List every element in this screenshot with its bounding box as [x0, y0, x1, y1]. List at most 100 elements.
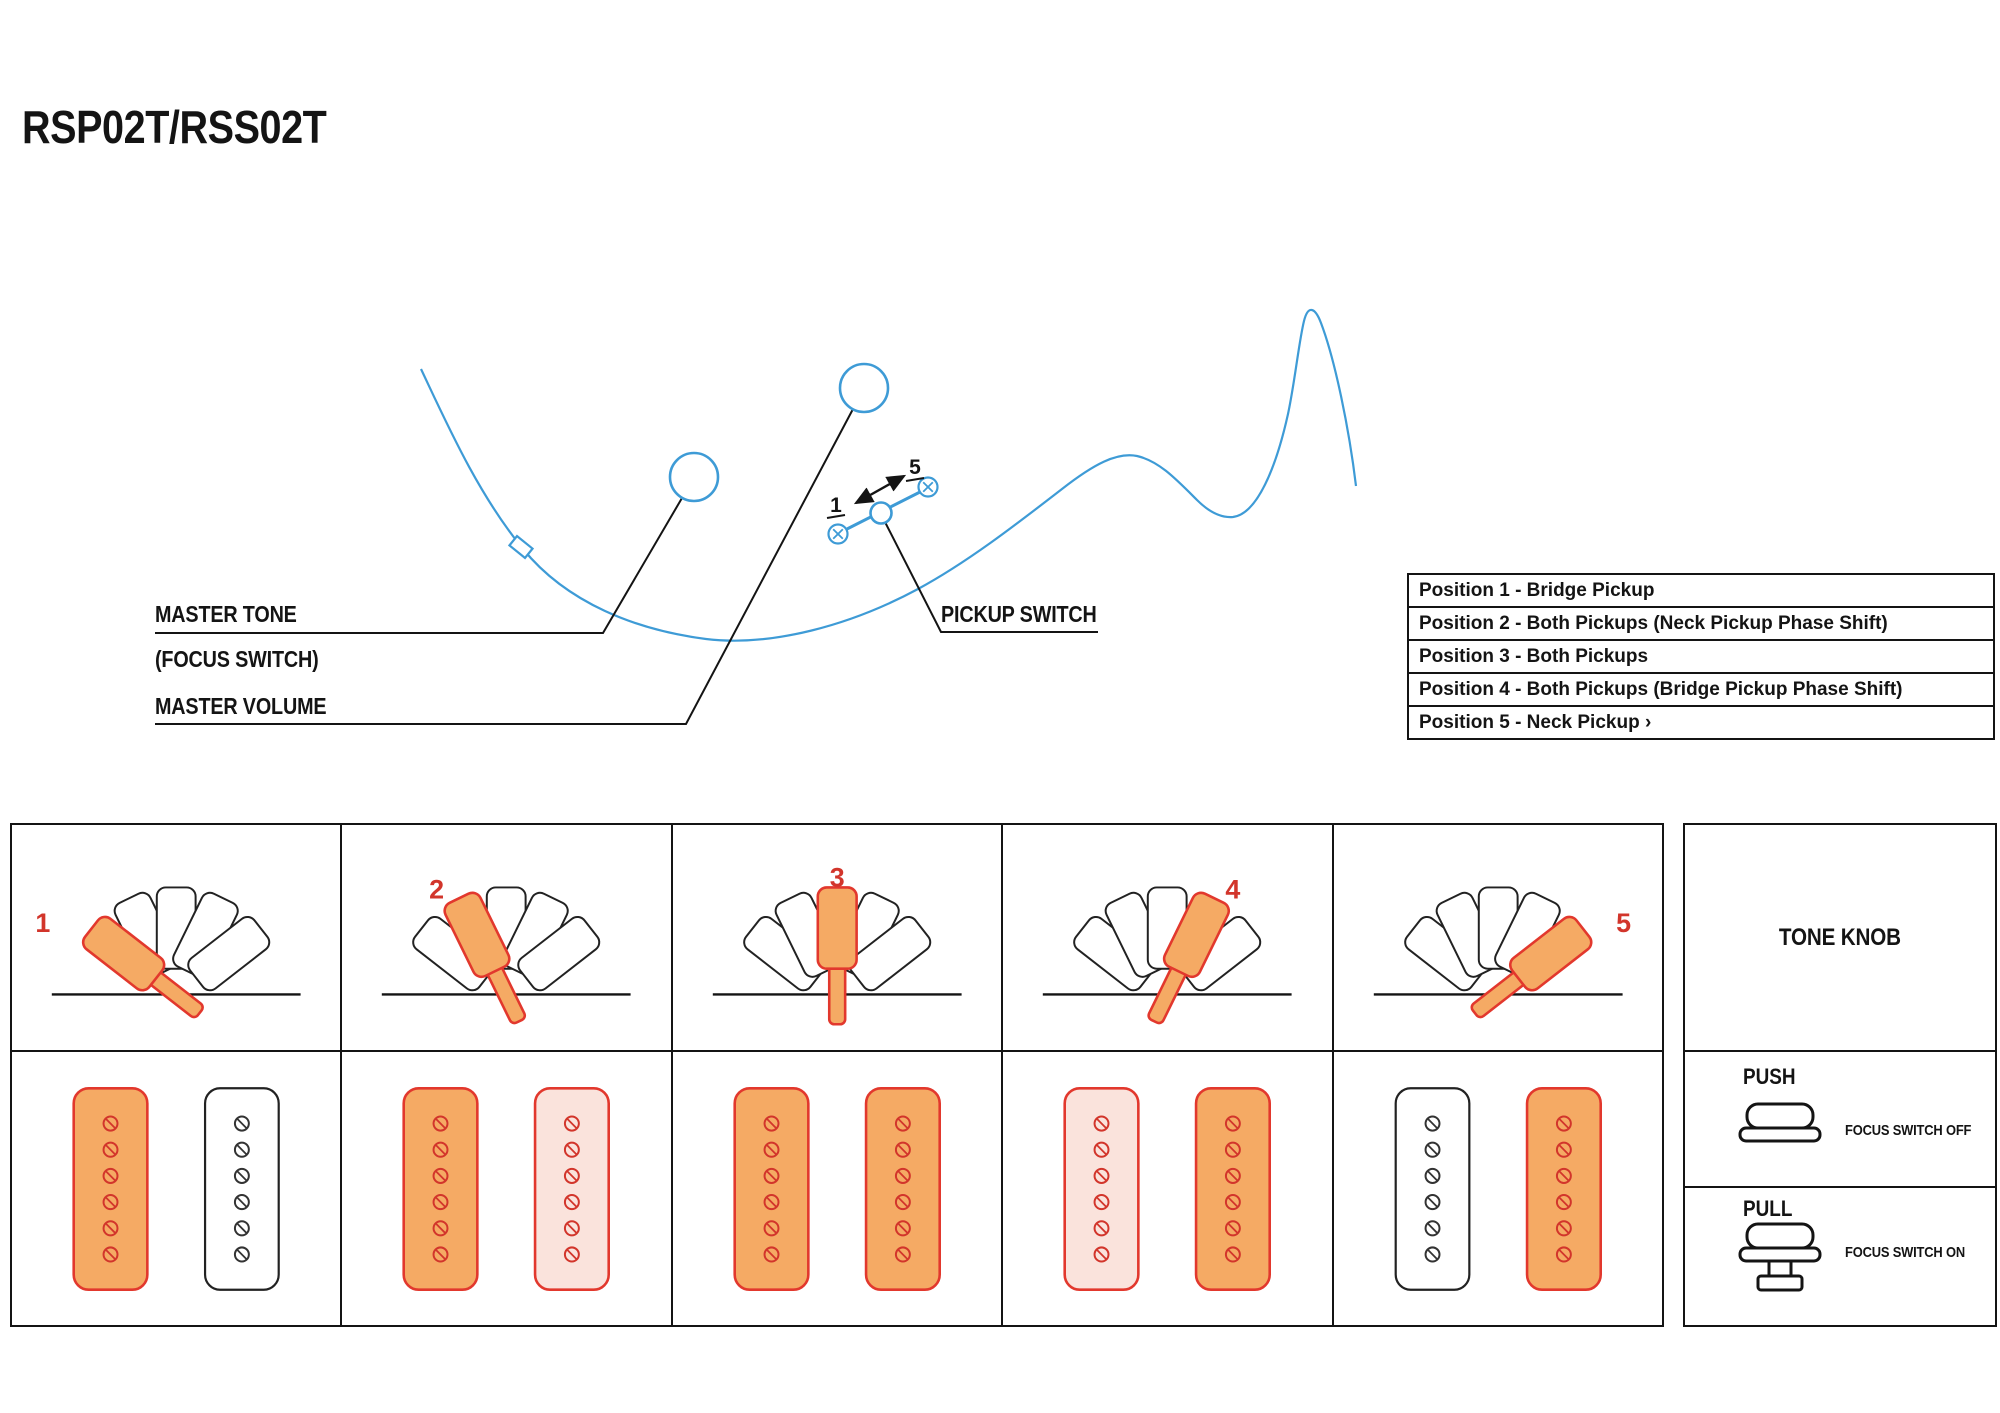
- neck-pickup: [864, 1086, 941, 1292]
- switch-diagram-pos-5: 5: [1333, 825, 1663, 1052]
- switch-paddle-active: [1470, 915, 1593, 1019]
- pole-screw-icon: [1093, 1115, 1110, 1132]
- pole-screw-icon: [102, 1246, 119, 1263]
- master-volume-knob[interactable]: [838, 362, 890, 414]
- pole-screw-icon: [894, 1194, 911, 1211]
- master-volume-label: MASTER VOLUME: [155, 693, 327, 719]
- pole-screw-icon: [1424, 1167, 1441, 1184]
- pole-screw-icon: [1555, 1167, 1572, 1184]
- bridge-pickup: [1063, 1086, 1140, 1292]
- pickup-switch-leader-line: [884, 521, 1098, 633]
- table-row: Position 2 - Both Pickups (Neck Pickup P…: [1407, 606, 1995, 641]
- position-number: 1: [35, 908, 50, 938]
- bridge-pickup: [733, 1086, 810, 1292]
- pole-screw-icon: [233, 1115, 250, 1132]
- focus-switch-label: (FOCUS SWITCH): [155, 646, 319, 672]
- pole-screw-icon: [1093, 1141, 1110, 1158]
- bridge-pickup: [72, 1086, 149, 1292]
- push-row: PUSH FOCUS SWITCH OFF: [1685, 1052, 1995, 1188]
- pole-screw-icon: [763, 1194, 780, 1211]
- push-knob-icon: [1738, 1102, 1822, 1143]
- pole-screw-icon: [432, 1115, 449, 1132]
- switch-range-max: 5: [909, 456, 921, 479]
- pole-screw-icon: [1093, 1194, 1110, 1211]
- pull-row: PULL FOCUS SWITCH ON: [1685, 1188, 1995, 1323]
- pole-screw-icon: [894, 1246, 911, 1263]
- pole-screw-icon: [432, 1246, 449, 1263]
- master-tone-knob[interactable]: [668, 451, 720, 503]
- pole-screw-icon: [102, 1220, 119, 1237]
- pole-screw-icon: [763, 1220, 780, 1237]
- position-column-5: 5: [1333, 825, 1663, 1325]
- switch-paddle-active: [1147, 891, 1231, 1025]
- table-row: Position 3 - Both Pickups: [1407, 639, 1995, 674]
- pull-knob-icon: [1738, 1222, 1822, 1292]
- pickup-switch-lever[interactable]: [869, 501, 893, 525]
- pole-screw-icon: [1093, 1220, 1110, 1237]
- tone-knob-title: TONE KNOB: [1779, 923, 1901, 951]
- push-label: PUSH: [1743, 1064, 1796, 1089]
- pole-screw-icon: [894, 1115, 911, 1132]
- pole-screw-icon: [564, 1141, 581, 1158]
- position-number: 3: [830, 863, 845, 893]
- switch-screw-icon: [917, 476, 939, 498]
- table-row: Position 4 - Both Pickups (Bridge Pickup…: [1407, 672, 1995, 707]
- pole-screw-icon: [763, 1167, 780, 1184]
- pickup-diagram-pos-5: [1334, 1052, 1662, 1325]
- pickup-diagram-pos-4: [1003, 1052, 1331, 1325]
- master-volume-leader-line: [155, 408, 854, 725]
- pole-screw-icon: [1555, 1115, 1572, 1132]
- pole-screw-icon: [1555, 1246, 1572, 1263]
- pull-label: PULL: [1743, 1196, 1793, 1221]
- pole-screw-icon: [432, 1167, 449, 1184]
- pole-screw-icon: [1555, 1141, 1572, 1158]
- pole-screw-icon: [233, 1246, 250, 1263]
- pole-screw-icon: [1225, 1167, 1242, 1184]
- switch-diagram-pos-3: 3: [672, 825, 1002, 1052]
- position-column-4: 4: [1003, 825, 1334, 1325]
- pole-screw-icon: [233, 1167, 250, 1184]
- positions-grid: 1 2 3 4 5: [10, 823, 1664, 1327]
- pole-screw-icon: [1225, 1115, 1242, 1132]
- pole-screw-icon: [564, 1220, 581, 1237]
- pickup-diagram-pos-1: [12, 1052, 340, 1325]
- pole-screw-icon: [432, 1141, 449, 1158]
- switch-paddle-active: [816, 886, 858, 1026]
- bridge-pickup: [1394, 1087, 1471, 1291]
- switch-direction-arrow-icon: [853, 474, 907, 505]
- range-max-tick: [905, 477, 925, 482]
- guitar-body-outline: [420, 308, 1358, 642]
- switch-paddle: [187, 915, 271, 992]
- focus-switch-off-label: FOCUS SWITCH OFF: [1845, 1122, 1972, 1139]
- switch-diagram-pos-2: 2: [342, 825, 671, 1052]
- pole-screw-icon: [432, 1220, 449, 1237]
- neck-pickup: [203, 1087, 280, 1291]
- pole-screw-icon: [763, 1141, 780, 1158]
- position-column-2: 2: [342, 825, 673, 1325]
- pole-screw-icon: [1225, 1220, 1242, 1237]
- table-row: Position 5 - Neck Pickup ›: [1407, 705, 1995, 740]
- pole-screw-icon: [564, 1115, 581, 1132]
- switch-diagram-pos-4: 4: [1003, 825, 1332, 1052]
- pickup-diagram-pos-3: [673, 1052, 1001, 1325]
- pole-screw-icon: [894, 1167, 911, 1184]
- switch-paddle-active: [81, 915, 204, 1019]
- pickup-diagram-pos-2: [342, 1052, 670, 1325]
- neck-pickup: [1194, 1086, 1272, 1292]
- position-column-1: 1: [12, 825, 343, 1325]
- pole-screw-icon: [102, 1167, 119, 1184]
- pole-screw-icon: [102, 1115, 119, 1132]
- focus-switch-on-label: FOCUS SWITCH ON: [1845, 1244, 1965, 1261]
- pole-screw-icon: [1424, 1115, 1441, 1132]
- range-min-tick: [826, 514, 846, 519]
- switch-diagram-pos-1: 1: [12, 825, 341, 1052]
- pole-screw-icon: [763, 1115, 780, 1132]
- neck-pickup: [534, 1086, 611, 1292]
- pole-screw-icon: [1555, 1194, 1572, 1211]
- pole-screw-icon: [432, 1194, 449, 1211]
- position-number: 5: [1616, 908, 1631, 938]
- neck-pickup: [1525, 1086, 1602, 1292]
- position-number: 4: [1226, 874, 1241, 904]
- position-number: 2: [429, 874, 444, 904]
- pole-screw-icon: [1424, 1220, 1441, 1237]
